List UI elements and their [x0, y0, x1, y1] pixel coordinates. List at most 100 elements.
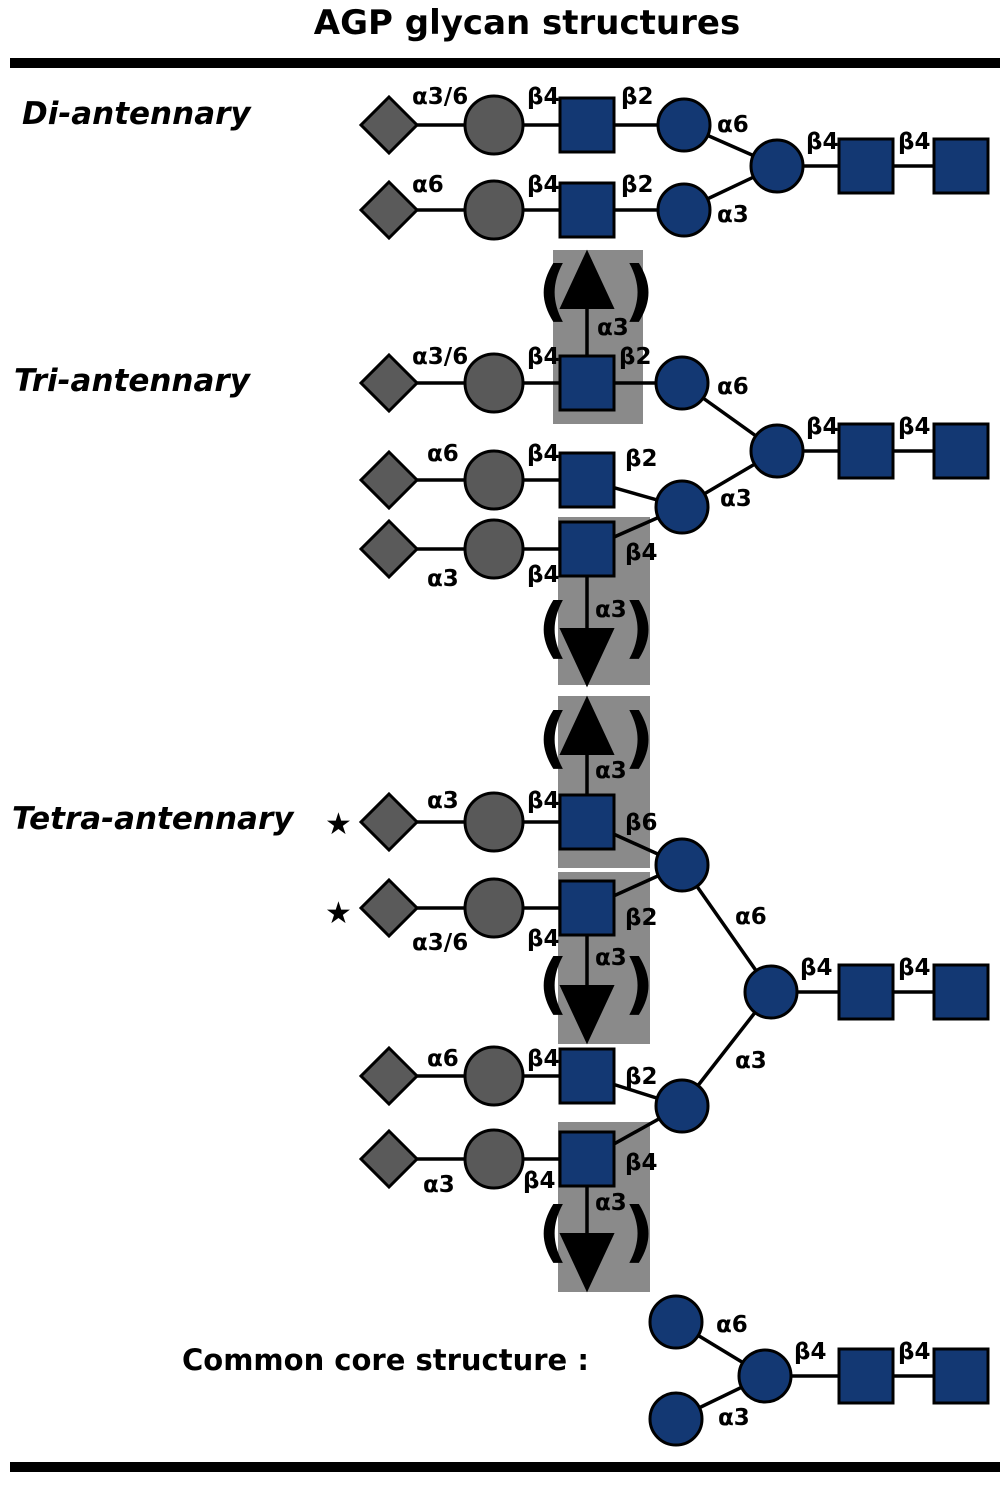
glcnac-icon: [932, 137, 990, 195]
linkage-label: β2: [625, 1064, 657, 1090]
top-rule: [10, 58, 1000, 68]
mannose-icon: [654, 837, 710, 893]
glcnac-icon: [558, 520, 616, 578]
linkage-label: β4: [527, 1046, 559, 1072]
mannose-icon: [737, 1348, 793, 1404]
sialic-acid-icon: [358, 518, 420, 580]
linkage-label: β4: [800, 955, 832, 981]
galactose-icon: [463, 1128, 525, 1190]
linkage-label: β4: [806, 414, 838, 440]
linkage-label: β4: [527, 562, 559, 588]
galactose-icon: [463, 179, 525, 241]
glcnac-icon: [837, 963, 895, 1021]
glcnac-icon: [837, 137, 895, 195]
linkage-label: β4: [898, 129, 930, 155]
linkage-label: β4: [794, 1339, 826, 1365]
linkage-label: β4: [527, 441, 559, 467]
glcnac-icon: [837, 422, 895, 480]
linkage-label: α6: [716, 1312, 748, 1338]
linkage-label: β4: [523, 1168, 555, 1194]
fucose-icon: [559, 695, 615, 755]
sialic-acid-icon: [358, 352, 420, 414]
linkage-label: α6: [427, 441, 459, 467]
glcnac-icon: [932, 1347, 990, 1405]
galactose-icon: [463, 352, 525, 414]
bottom-rule: [10, 1462, 1000, 1472]
mannose-icon: [648, 1294, 704, 1350]
mannose-icon: [656, 182, 712, 238]
glcnac-icon: [558, 879, 616, 937]
linkage-label: β4: [527, 344, 559, 370]
linkage-label: β4: [527, 926, 559, 952]
linkage-label: α3: [427, 788, 459, 814]
fucose-icon: [559, 249, 615, 309]
linkage-label: α3: [595, 597, 627, 623]
linkage-label: β2: [625, 905, 657, 931]
section-label-di: Di-antennary: [22, 96, 252, 132]
galactose-icon: [463, 1045, 525, 1107]
star-icon: ★: [325, 807, 352, 842]
mannose-icon: [749, 423, 805, 479]
sialic-acid-icon: [358, 179, 420, 241]
linkage-label: β4: [898, 414, 930, 440]
close-paren: ): [624, 699, 654, 776]
open-paren: (: [538, 252, 568, 329]
mannose-icon: [654, 479, 710, 535]
sialic-acid-icon: [358, 1045, 420, 1107]
glcnac-icon: [932, 422, 990, 480]
linkage-label: α3: [595, 758, 627, 784]
linkage-label: α3/6: [412, 344, 468, 370]
fucose-icon: [559, 1233, 615, 1293]
glcnac-icon: [837, 1347, 895, 1405]
linkage-label: α6: [427, 1046, 459, 1072]
diagram-title: AGP glycan structures: [314, 3, 740, 43]
linkage-label: α3: [595, 945, 627, 971]
linkage-label: α3: [427, 566, 459, 592]
sialic-acid-icon: [358, 877, 420, 939]
fucose-icon: [559, 985, 615, 1045]
linkage-label: β4: [527, 172, 559, 198]
mannose-icon: [743, 964, 799, 1020]
glcnac-icon: [558, 1047, 616, 1105]
linkage-label: β2: [621, 84, 653, 110]
linkage-label: α6: [717, 112, 749, 138]
linkage-label: β4: [527, 788, 559, 814]
close-paren: ): [624, 1193, 654, 1270]
mannose-icon: [648, 1391, 704, 1447]
close-paren: ): [624, 945, 654, 1022]
sialic-acid-icon: [358, 1128, 420, 1190]
linkage-label: β4: [898, 1339, 930, 1365]
sialic-acid-icon: [358, 94, 420, 156]
mannose-icon: [656, 97, 712, 153]
linkage-label: β4: [806, 129, 838, 155]
linkage-label: β4: [898, 955, 930, 981]
sialic-acid-icon: [358, 791, 420, 853]
open-paren: (: [538, 699, 568, 776]
galactose-icon: [463, 518, 525, 580]
linkage-label: β2: [619, 344, 651, 370]
linkage-label: α3: [735, 1048, 767, 1074]
linkage-label: β2: [621, 172, 653, 198]
linkage-label: β4: [625, 540, 657, 566]
linkage-label: α3: [595, 1190, 627, 1216]
glcnac-icon: [558, 793, 616, 851]
mannose-icon: [654, 1078, 710, 1134]
linkage-label: α3: [718, 1405, 750, 1431]
linkage-label: α3/6: [412, 930, 468, 956]
glcnac-icon: [558, 451, 616, 509]
mannose-icon: [654, 355, 710, 411]
open-paren: (: [538, 945, 568, 1022]
glcnac-icon: [932, 963, 990, 1021]
fucose-icon: [559, 628, 615, 688]
glcnac-icon: [558, 354, 616, 412]
linkage-label: α3: [597, 315, 629, 341]
linkage-label: α3: [423, 1172, 455, 1198]
open-paren: (: [538, 589, 568, 666]
section-label-tetra: Tetra-antennary: [12, 801, 295, 837]
linkage-label: β4: [625, 1150, 657, 1176]
star-icon: ★: [325, 896, 352, 931]
linkage-label: α3: [717, 202, 749, 228]
glcnac-icon: [558, 181, 616, 239]
linkage-label: α3/6: [412, 84, 468, 110]
